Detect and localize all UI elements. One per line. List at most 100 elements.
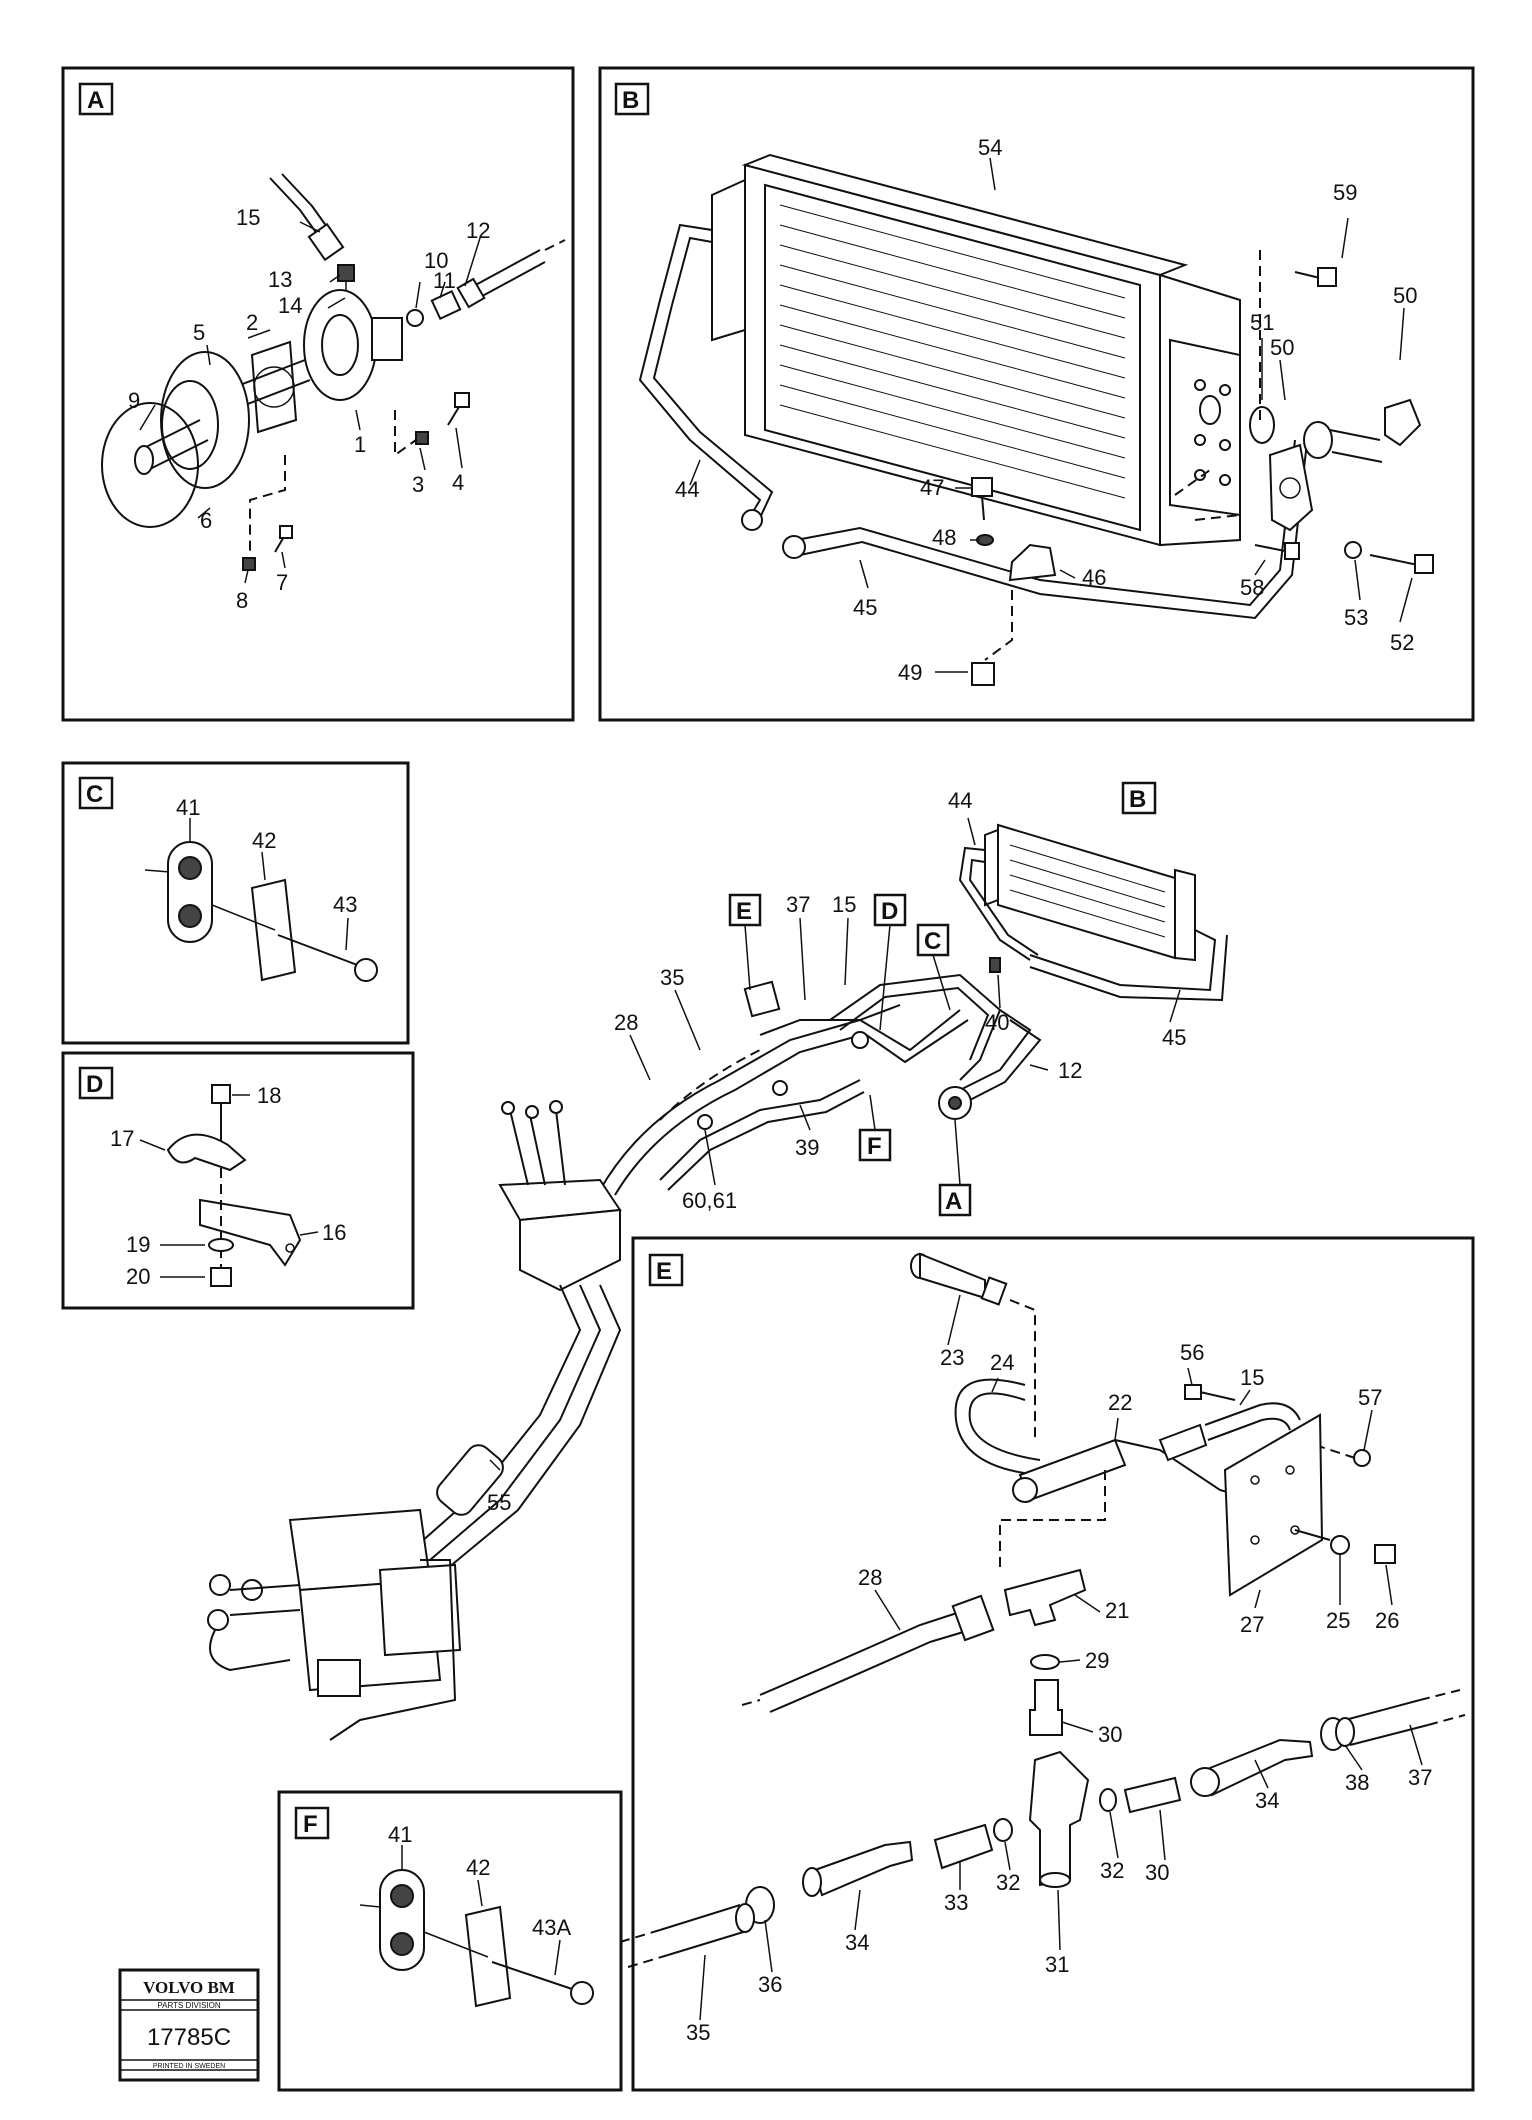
hose-28-e <box>759 1611 961 1696</box>
label-44-b: 44 <box>675 477 699 502</box>
bolt-59 <box>1294 271 1321 279</box>
washer-32-l <box>993 1818 1013 1842</box>
bolt-43a <box>491 1961 576 1991</box>
label-9: 9 <box>128 388 140 413</box>
washer-29 <box>1030 1654 1060 1670</box>
overview-tag-f: F <box>867 1133 882 1160</box>
label-15-a: 15 <box>236 205 260 230</box>
label-10: 10 <box>424 248 448 273</box>
label-41-f: 41 <box>388 1822 412 1847</box>
panel-d-tag: D <box>86 1071 103 1098</box>
nut-20 <box>210 1267 232 1287</box>
label-32-l: 32 <box>996 1870 1020 1895</box>
panel-a-tag: A <box>87 87 104 114</box>
label-7: 7 <box>276 570 288 595</box>
label-28-o: 28 <box>614 1010 638 1035</box>
panel-f-tag: F <box>303 1811 318 1838</box>
tee-31 <box>1028 1750 1090 1887</box>
label-30-a: 30 <box>1098 1722 1122 1747</box>
plate-27 <box>1223 1413 1324 1597</box>
label-8: 8 <box>236 588 248 613</box>
panel-a-frame <box>61 66 575 722</box>
gasket-2 <box>250 340 298 434</box>
label-2: 2 <box>246 310 258 335</box>
label-51: 51 <box>1250 310 1274 335</box>
fitting-13 <box>337 264 355 282</box>
bolt-47 <box>971 477 993 497</box>
control-levers <box>509 1109 566 1186</box>
tee-21 <box>1003 1568 1087 1627</box>
label-52: 52 <box>1390 630 1414 655</box>
pipe-45 <box>795 439 1296 607</box>
label-22: 22 <box>1108 1390 1132 1415</box>
panel-b-tag-box <box>614 82 650 116</box>
adapter-23 <box>910 1252 1008 1306</box>
washer-25 <box>1330 1535 1350 1555</box>
shaft-end <box>134 445 154 475</box>
label-13: 13 <box>268 267 292 292</box>
label-55: 55 <box>487 1490 511 1515</box>
label-56: 56 <box>1180 1340 1204 1365</box>
nipple-30-a <box>1029 1679 1063 1736</box>
label-35-o: 35 <box>660 965 684 990</box>
hose-12 <box>469 249 541 289</box>
label-42-c: 42 <box>252 828 276 853</box>
label-43a: 43A <box>532 1915 571 1940</box>
label-26: 26 <box>1375 1608 1399 1633</box>
logo-frame <box>118 1968 260 2082</box>
panel-a-tag-box <box>78 82 114 116</box>
panel-d-frame <box>61 1051 415 1310</box>
clamp-46 <box>1008 543 1057 582</box>
volvo-bm-logo: VOLVO BM PARTS DIVISION 17785C PRINTED I… <box>118 1968 260 2082</box>
label-45-o: 45 <box>1162 1025 1186 1050</box>
pipe-44 <box>638 223 762 521</box>
label-21: 21 <box>1105 1598 1129 1623</box>
nut-49 <box>971 662 995 686</box>
panel-a: A <box>61 66 575 722</box>
label-49: 49 <box>898 660 922 685</box>
logo-division: PARTS DIVISION <box>157 2001 220 2010</box>
hose-bundle-55 <box>429 1284 602 1561</box>
nut-3 <box>415 431 429 445</box>
label-45-b: 45 <box>853 595 877 620</box>
panel-e-frame <box>631 1236 1475 2092</box>
label-33: 33 <box>944 1890 968 1915</box>
overview-tag-d: D <box>881 898 898 925</box>
adapter-33 <box>933 1823 994 1870</box>
nut-57 <box>1353 1449 1371 1467</box>
panel-e-tag-box <box>648 1253 684 1287</box>
ring-9 <box>101 402 199 528</box>
label-41-c: 41 <box>176 795 200 820</box>
panel-c-tag: C <box>86 781 103 808</box>
nipple-10 <box>430 289 462 321</box>
label-36: 36 <box>758 1972 782 1997</box>
panel-e: E <box>619 1236 1475 2092</box>
bolt-head-18 <box>211 1084 231 1104</box>
label-3: 3 <box>412 472 424 497</box>
label-38: 38 <box>1345 1770 1369 1795</box>
label-18: 18 <box>257 1083 281 1108</box>
label-12-o: 12 <box>1058 1058 1082 1083</box>
label-28-e: 28 <box>858 1565 882 1590</box>
logo-brand: VOLVO BM <box>143 1978 235 1997</box>
bolt-56 <box>1184 1384 1202 1400</box>
label-47: 47 <box>920 475 944 500</box>
label-32-r: 32 <box>1100 1858 1124 1883</box>
label-34-r: 34 <box>1255 1788 1279 1813</box>
o-ring-51 <box>1249 406 1275 444</box>
label-15-o: 15 <box>832 892 856 917</box>
label-27: 27 <box>1240 1612 1264 1637</box>
panel-b-frame <box>598 66 1475 722</box>
label-37-e: 37 <box>1408 1765 1432 1790</box>
hose-fitting-34-l <box>813 1840 914 1897</box>
nut-26 <box>1374 1544 1396 1564</box>
label-6: 6 <box>200 508 212 533</box>
label-20: 20 <box>126 1264 150 1289</box>
washer-11 <box>406 309 424 327</box>
hose-24 <box>968 1392 1041 1461</box>
label-48: 48 <box>932 525 956 550</box>
label-15-e: 15 <box>1240 1365 1264 1390</box>
panel-f-tag-box <box>294 1806 330 1840</box>
label-39: 39 <box>795 1135 819 1160</box>
